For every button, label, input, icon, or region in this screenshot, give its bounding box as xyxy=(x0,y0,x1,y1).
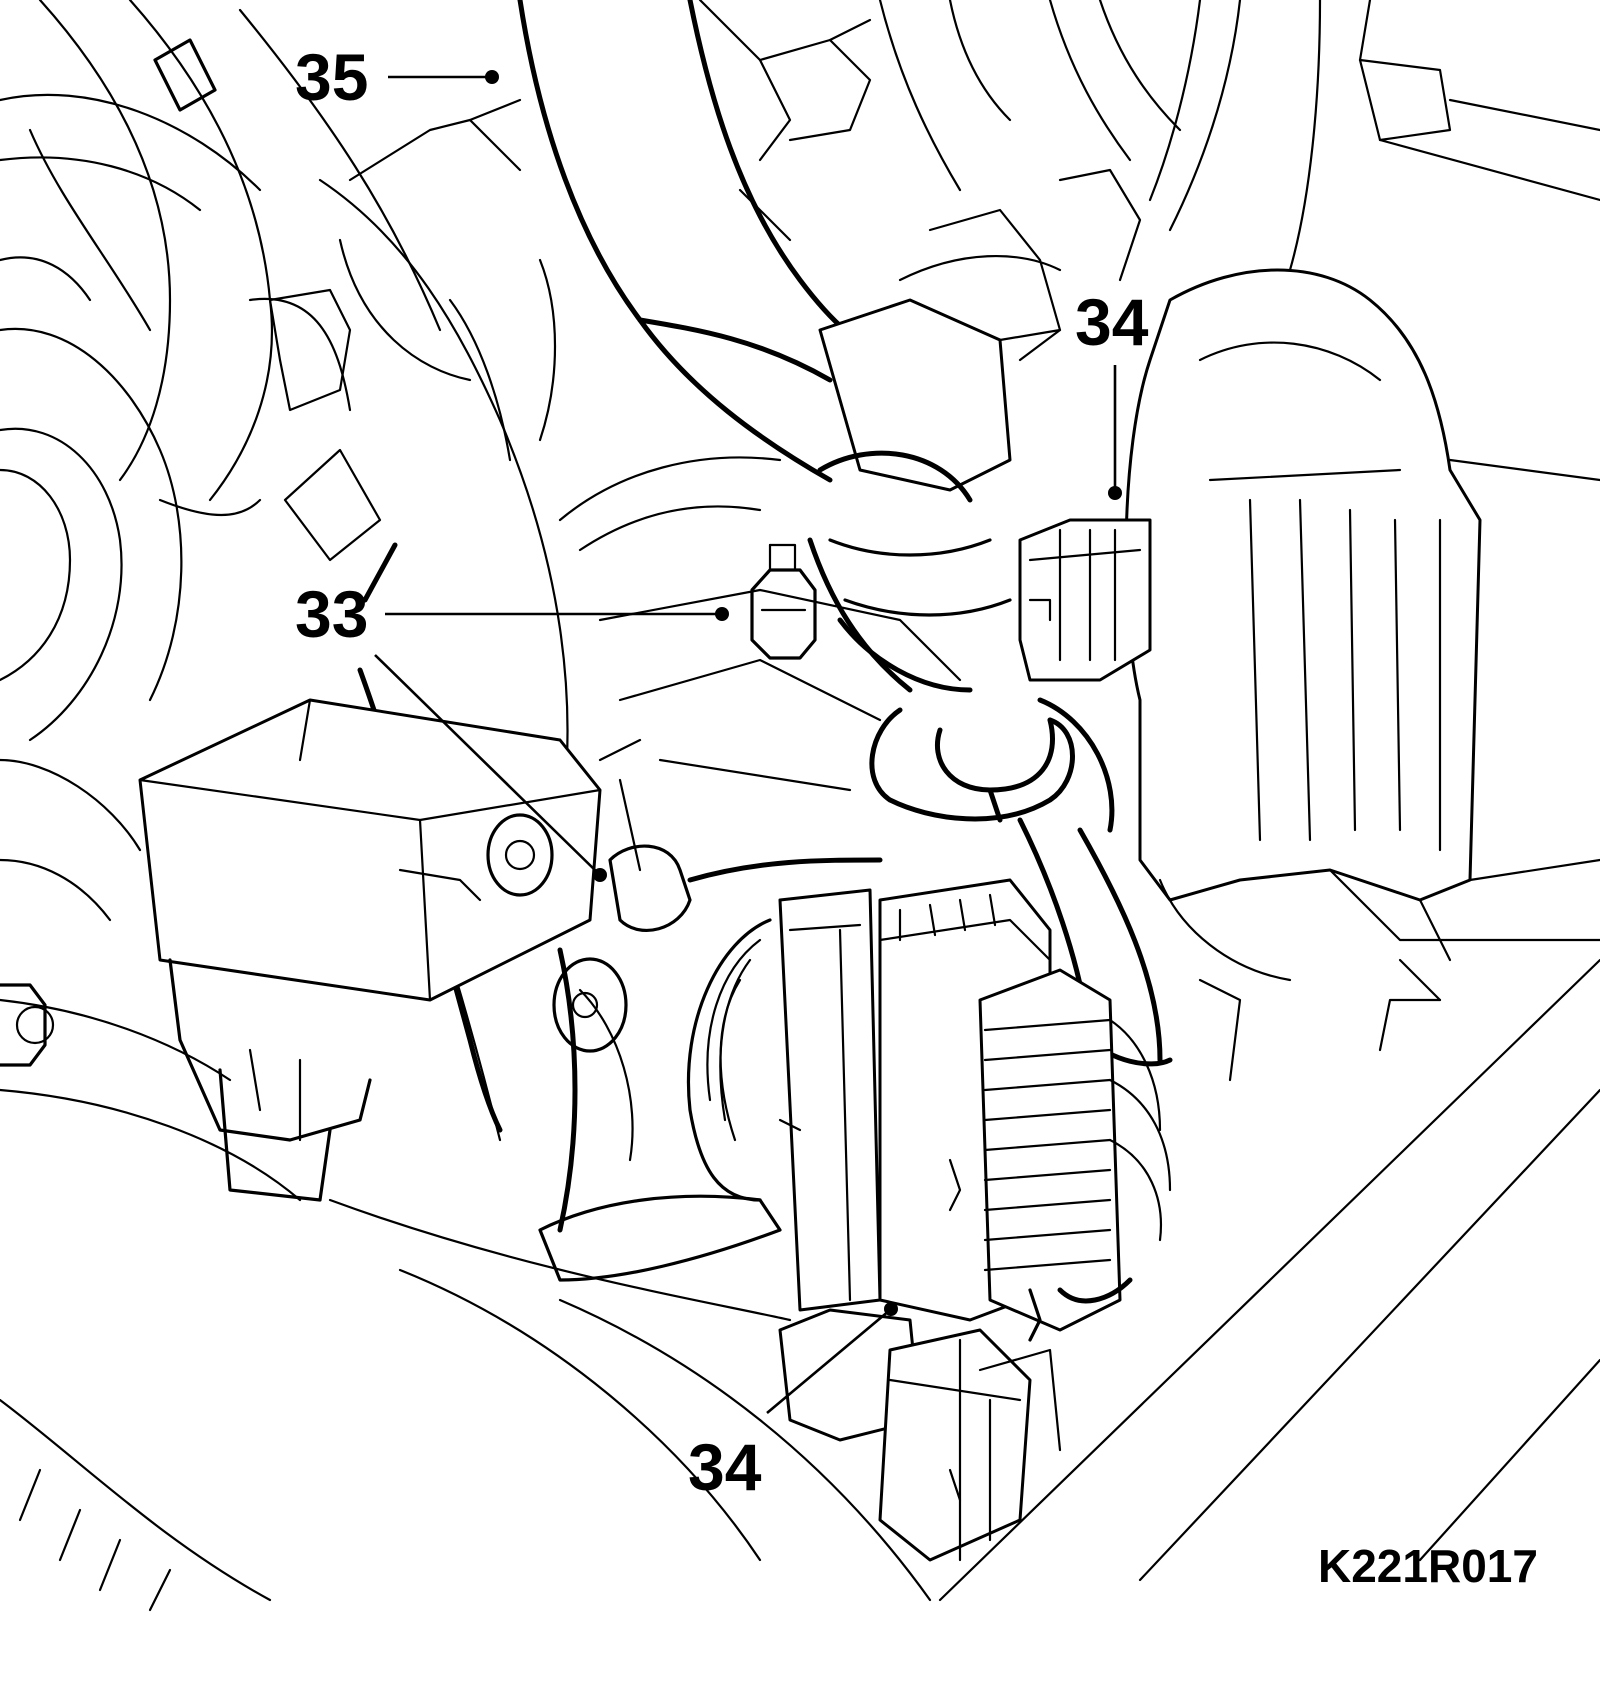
callout-33: 33 xyxy=(295,577,368,651)
leader-34-bottom xyxy=(766,1309,891,1414)
leader-35-dot xyxy=(485,70,499,84)
callout-35: 35 xyxy=(295,40,368,114)
left-housing-drawing xyxy=(0,93,302,1612)
large-hose-drawing xyxy=(38,0,472,562)
leader-34-top-dot xyxy=(1108,486,1122,500)
callout-34-top: 34 xyxy=(1075,285,1149,359)
lower-body-drawing xyxy=(328,957,932,1602)
connector-34-bottom-drawing xyxy=(538,878,1172,1562)
hose-loop-drawing xyxy=(869,697,1173,1067)
right-upper-drawing xyxy=(818,0,1600,492)
leader-33-nut-dot xyxy=(715,607,729,621)
leader-33-sensor xyxy=(374,654,599,874)
leader-33-sensor-dot xyxy=(593,868,607,882)
right-panel-drawing xyxy=(938,958,1600,1602)
reference-code: K221R017 xyxy=(1318,1540,1538,1592)
leader-34-bottom-dot xyxy=(884,1302,898,1316)
callout-leaders xyxy=(374,70,1122,1414)
connector-34-top-drawing xyxy=(1018,518,1152,682)
callout-34-bottom: 34 xyxy=(688,1430,762,1504)
control-module-drawing xyxy=(138,698,883,1202)
bracket-drawing xyxy=(558,450,1012,792)
right-housing-drawing xyxy=(1124,268,1600,1002)
